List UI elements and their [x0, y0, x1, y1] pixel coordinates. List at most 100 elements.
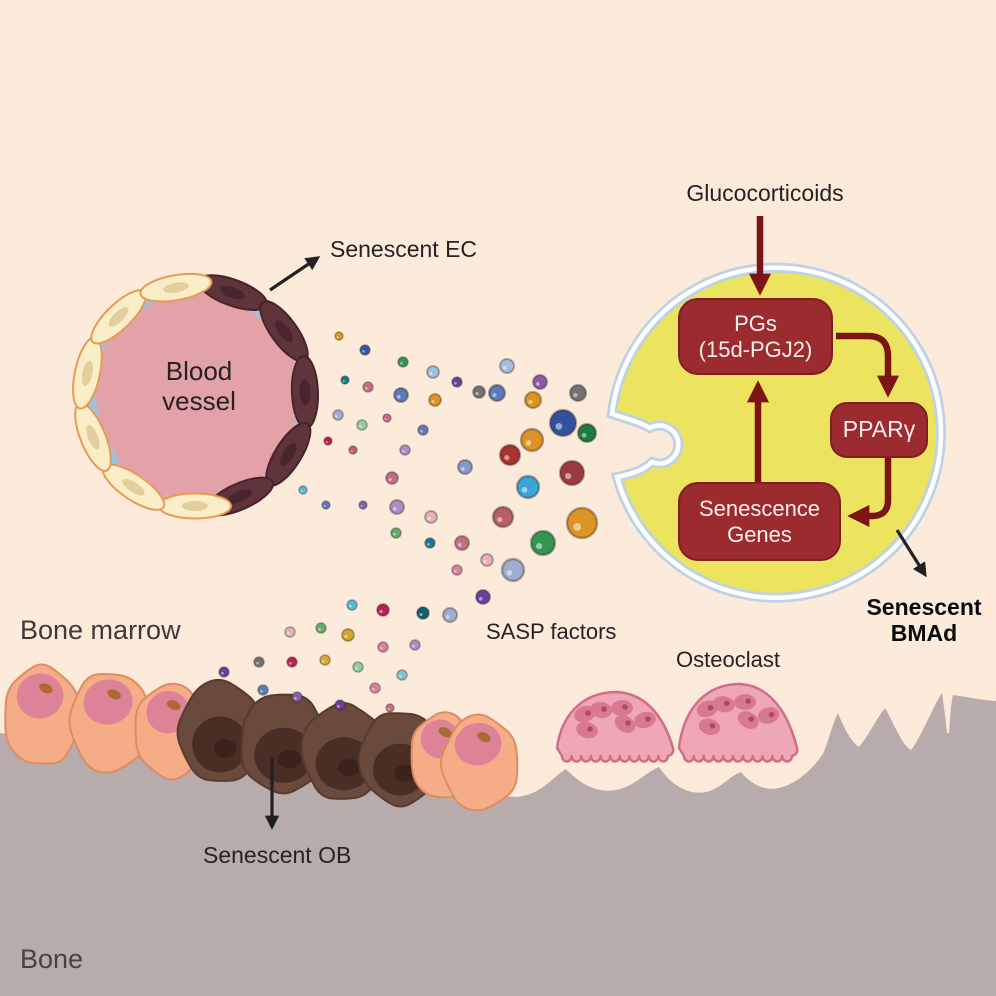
sasp-dot [442, 607, 458, 623]
sasp-dot [396, 669, 408, 681]
sasp-dot [362, 381, 374, 393]
senescence-genes-line1: Senescence [698, 495, 821, 521]
sasp-dot [389, 499, 405, 515]
sasp-dot [315, 622, 327, 634]
arrow-senescent-bmad-pointer [895, 529, 927, 578]
glucocorticoids-label: Glucocorticoids [686, 180, 844, 206]
pgs-node-line1: PGs [734, 310, 777, 336]
sasp-dot [491, 505, 515, 529]
sasp-dot [348, 445, 358, 455]
osteoblast-cell [4, 663, 83, 765]
sasp-dot [428, 393, 442, 407]
sasp-dot [568, 383, 588, 403]
arrow-pparg-to-senescence-genes [847, 458, 892, 528]
sasp-dot [341, 628, 355, 642]
blood-vessel-label-line2: vessel [162, 385, 236, 416]
sasp-dot [424, 510, 438, 524]
sasp-dot [399, 444, 411, 456]
sasp-dot [253, 656, 265, 668]
sasp-dot [359, 344, 371, 356]
sasp-dot [499, 358, 515, 374]
sasp-dot [498, 443, 522, 467]
sasp-dot [451, 564, 463, 576]
sasp-dot [480, 553, 494, 567]
pgs-node: PGs (15d-PGJ2) [678, 298, 833, 375]
senescent-bmad-label-line2: BMAd [890, 620, 958, 647]
osteoblast-cell [439, 713, 519, 812]
blood-vessel-label: Blood vessel [162, 356, 236, 417]
senescent-bmad-label: Senescent BMAd [866, 594, 981, 646]
sasp-dot [334, 331, 344, 341]
sasp-dot [487, 383, 507, 403]
senescence-genes-line2: Genes [727, 521, 792, 547]
blood-vessel-lumen [95, 285, 302, 506]
sasp-dot [548, 408, 578, 438]
pgs-node-line2: (15d-PGJ2) [698, 336, 813, 362]
osteoclast-cell [555, 690, 675, 763]
sasp-dot [358, 500, 368, 510]
senescence-genes-node: Senescence Genes [678, 482, 841, 561]
sasp-dot [558, 459, 586, 487]
sasp-factors-label: SASP factors [486, 619, 617, 644]
senescent-ob-label: Senescent OB [203, 842, 352, 868]
sasp-dot [475, 589, 491, 605]
bone-label: Bone [20, 944, 84, 974]
sasp-dot [457, 459, 473, 475]
sasp-dot [376, 603, 390, 617]
sasp-dot [286, 656, 298, 668]
bone-marrow-label: Bone marrow [20, 615, 181, 645]
sasp-dot [291, 691, 303, 703]
sasp-dot [515, 474, 541, 500]
sasp-dot [257, 684, 269, 696]
sasp-dot [523, 390, 543, 410]
sasp-dot [500, 557, 526, 583]
bmad-cell-membrane [609, 265, 944, 600]
arrow-pgs-to-pparg [836, 332, 900, 398]
arrow-senescent-ec-pointer [269, 256, 321, 292]
sasp-dot [218, 666, 230, 678]
sasp-dot [424, 537, 436, 549]
sasp-dot [332, 409, 344, 421]
sasp-dot [323, 436, 333, 446]
endothelial-cell [158, 492, 232, 520]
sasp-dot [519, 427, 545, 453]
sasp-dot [472, 385, 486, 399]
sasp-dot [409, 639, 421, 651]
endothelial-cell [139, 272, 213, 303]
sasp-dot [284, 626, 296, 638]
sasp-dot [382, 413, 392, 423]
osteoclast-cell [677, 682, 799, 763]
sasp-dot [334, 699, 346, 711]
sasp-dot [346, 599, 358, 611]
sasp-dot [385, 471, 399, 485]
sasp-dot [393, 387, 409, 403]
senescent-bmad-label-line1: Senescent [866, 594, 982, 620]
sasp-dot [426, 365, 440, 379]
pparg-node-line1: PPARγ [842, 416, 916, 443]
sasp-dot [369, 682, 381, 694]
sasp-dot [576, 422, 598, 444]
osteoblast-cell [68, 672, 150, 774]
sasp-dot [417, 424, 429, 436]
sasp-dot [454, 535, 470, 551]
osteoclast-label: Osteoclast [676, 647, 780, 672]
senescent-endothelial-cell [259, 300, 309, 363]
sasp-dot [532, 374, 548, 390]
sasp-factors-dots [218, 331, 599, 713]
endothelial-cell [72, 336, 103, 410]
sasp-dot [298, 485, 308, 495]
sasp-dot [352, 661, 364, 673]
sasp-dot [340, 375, 350, 385]
sasp-dot [356, 419, 368, 431]
pparg-node: PPARγ [830, 402, 928, 458]
senescent-osteoblast-cell [176, 678, 261, 782]
sasp-dot [416, 606, 430, 620]
sasp-dot [385, 703, 395, 713]
sasp-dot [397, 356, 409, 368]
sasp-dot [390, 527, 402, 539]
blood-vessel [72, 272, 319, 520]
blood-vessel-label-line1: Blood [165, 356, 233, 386]
sasp-dot [321, 500, 331, 510]
